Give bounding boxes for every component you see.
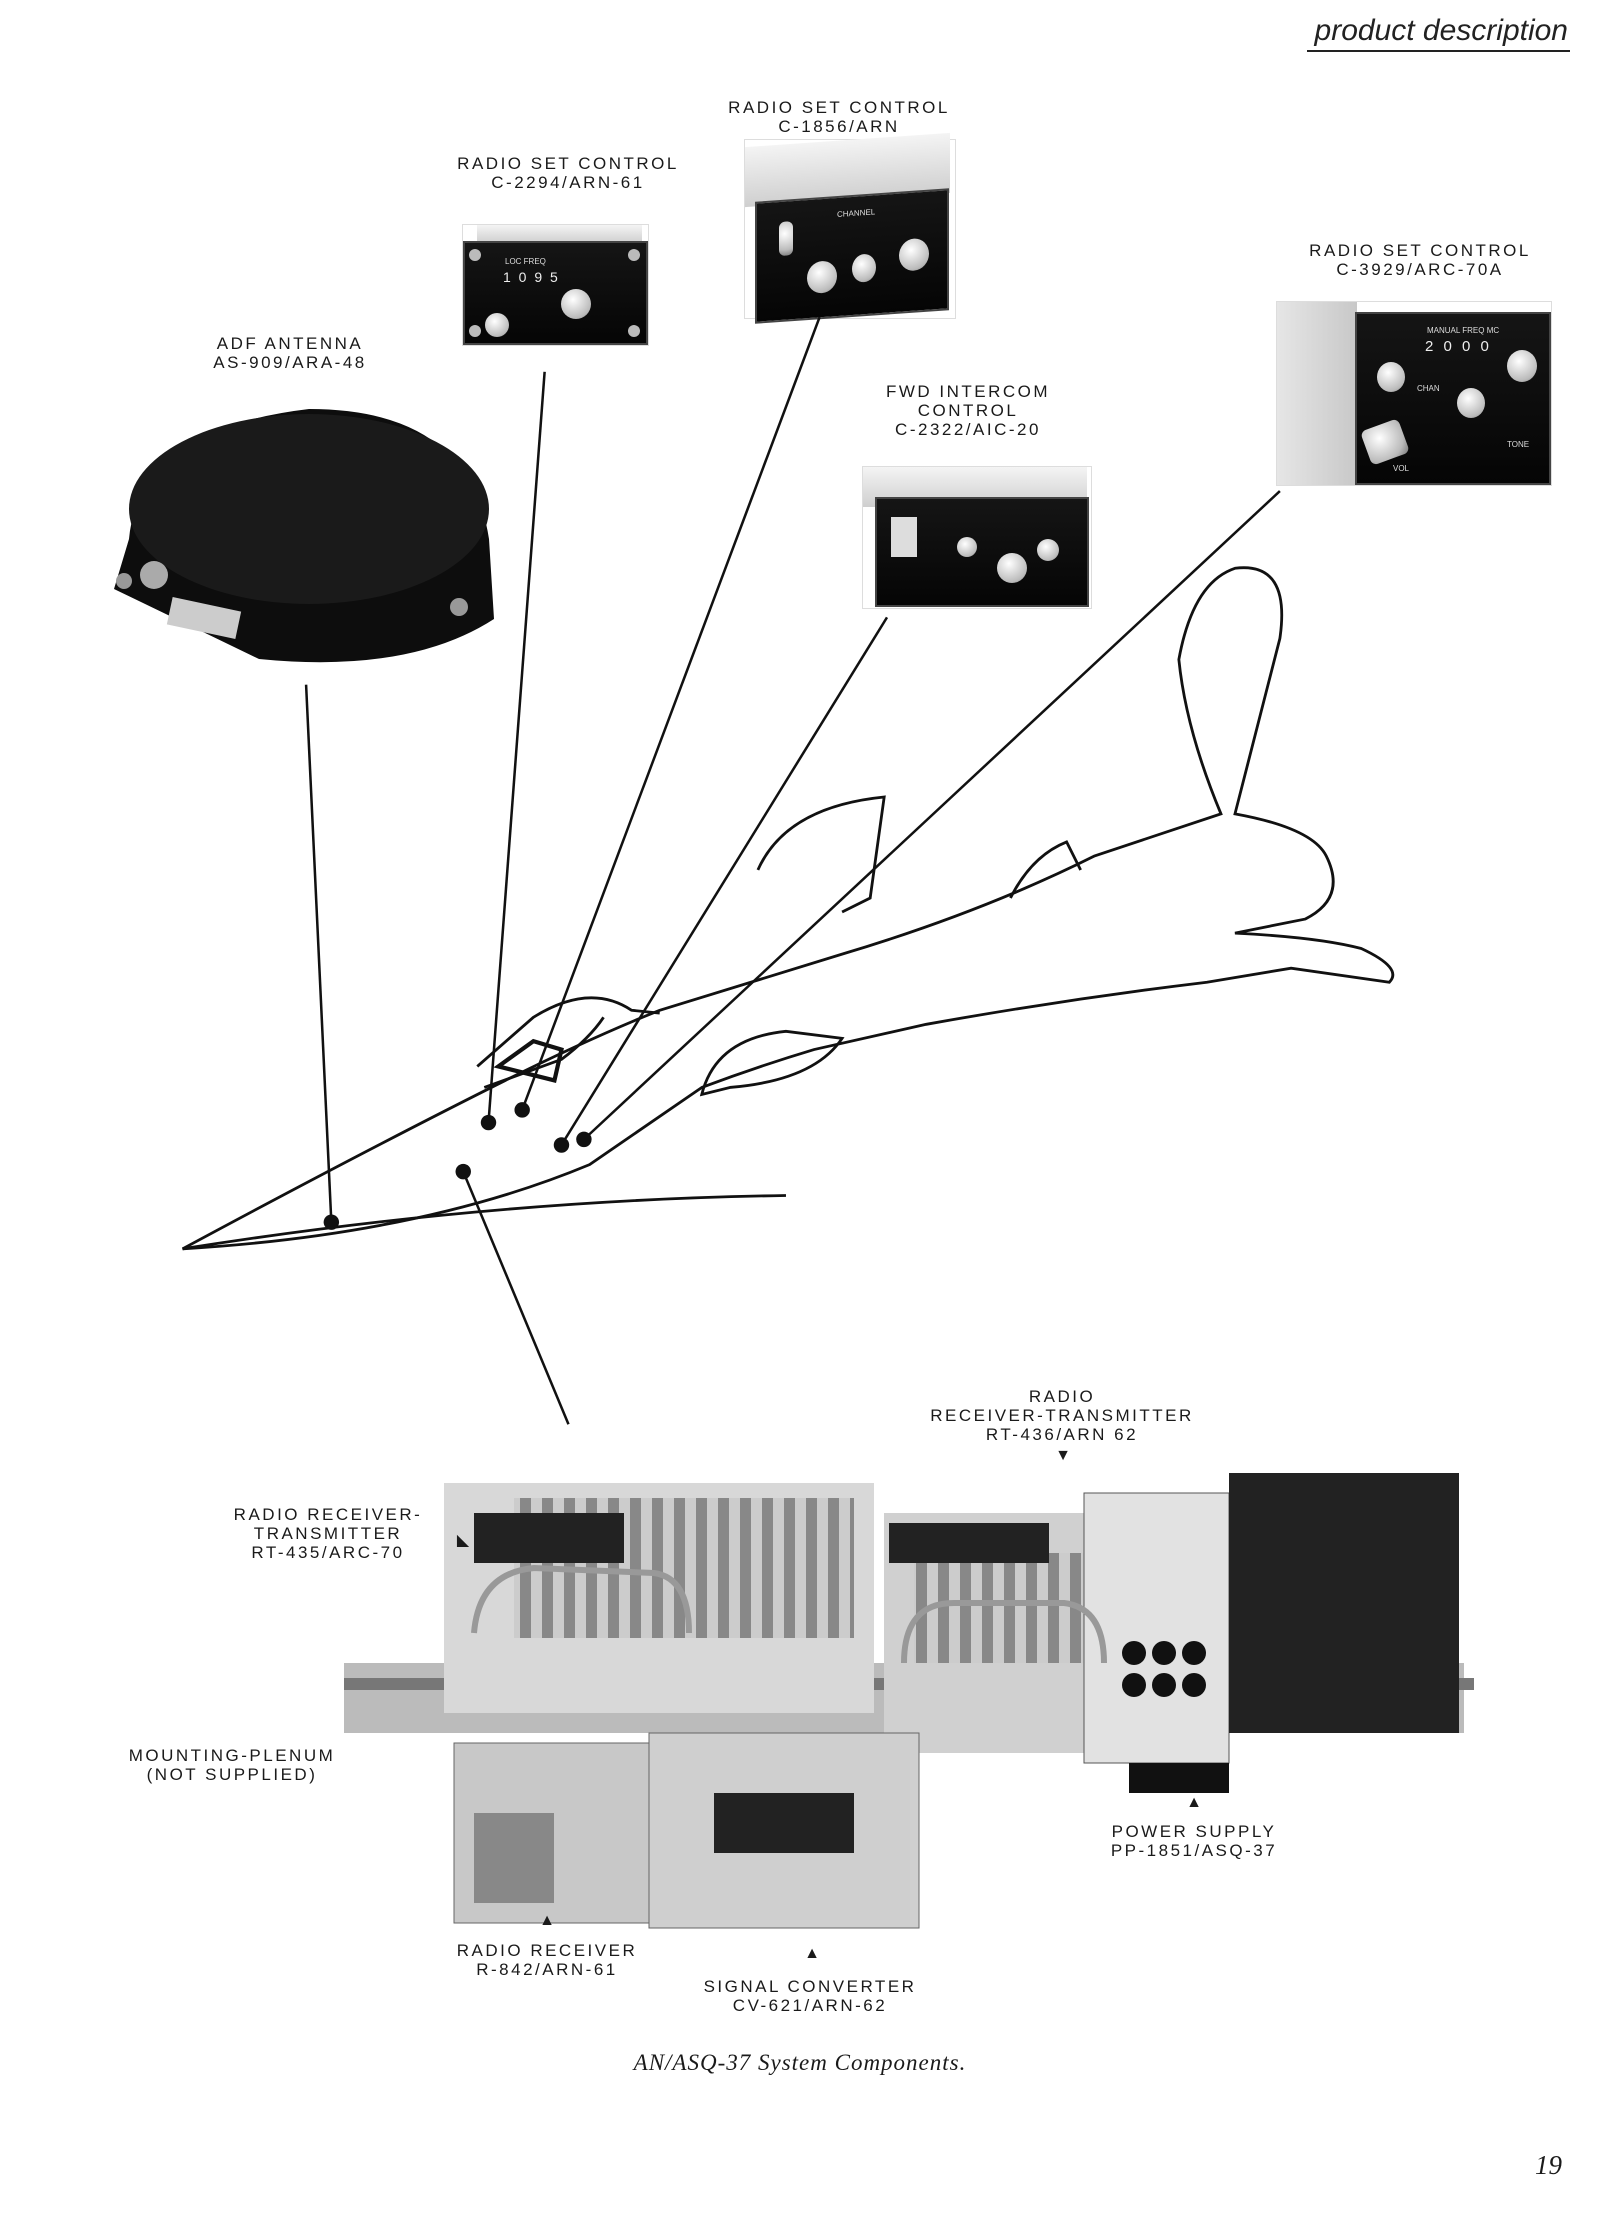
label-line: RECEIVER-TRANSMITTER xyxy=(930,1406,1194,1425)
label-line: C-1856/ARN xyxy=(778,117,900,136)
label-line: MOUNTING-PLENUM xyxy=(128,1746,336,1765)
leader-line-rack xyxy=(462,1171,570,1425)
label-power-supply: POWER SUPPLY PP-1851/ASQ-37 xyxy=(1111,1822,1277,1860)
label-line: RT-435/ARC-70 xyxy=(251,1543,405,1562)
leader-line-intercom xyxy=(560,616,889,1146)
label-line: CONTROL xyxy=(917,401,1019,420)
location-dot xyxy=(514,1102,530,1118)
label-line: POWER SUPPLY xyxy=(1111,1822,1277,1841)
location-dot xyxy=(480,1114,497,1131)
label-radio-set-control-c2294: RADIO SET CONTROL C-2294/ARN-61 xyxy=(457,154,679,192)
label-line: RADIO xyxy=(1028,1387,1096,1406)
label-line: CV-621/ARN-62 xyxy=(732,1996,888,2015)
page-number: 19 xyxy=(1535,2150,1562,2180)
label-line: (NOT SUPPLIED) xyxy=(146,1765,318,1784)
label-line: ADF ANTENNA xyxy=(216,334,364,353)
label-line: RADIO SET CONTROL xyxy=(1309,241,1531,260)
pointer-arrow-icon: ▲ xyxy=(1186,1794,1202,1811)
loc-freq-label: LOC FREQ xyxy=(505,257,546,266)
location-dot xyxy=(455,1163,471,1180)
label-line: C-2294/ARN-61 xyxy=(491,173,645,192)
label-line: RADIO RECEIVER- xyxy=(233,1505,423,1524)
label-radio-set-control-c3929: RADIO SET CONTROL C-3929/ARC-70A xyxy=(1309,241,1531,279)
vol-label: VOL xyxy=(1393,464,1410,473)
leader-line-adf xyxy=(304,684,333,1223)
label-line: RADIO SET CONTROL xyxy=(728,98,950,117)
adf-antenna-photo xyxy=(109,389,501,667)
label-line: TRANSMITTER xyxy=(253,1524,403,1543)
label-radio-receiver: RADIO RECEIVER R-842/ARN-61 xyxy=(457,1941,637,1979)
aircraft-outline xyxy=(181,566,1395,1251)
label-line: R-842/ARN-61 xyxy=(476,1960,618,1979)
chan-label: CHAN xyxy=(1417,384,1440,393)
label-mounting-plenum: MOUNTING-PLENUM (NOT SUPPLIED) xyxy=(129,1746,336,1784)
loc-freq-digits: 1 0 9 5 xyxy=(503,269,560,285)
leader-line-c3929 xyxy=(583,490,1281,1141)
radio-set-control-c3929-photo: MANUAL FREQ MC 2 0 0 0 CHAN TONE VOL xyxy=(1277,302,1551,485)
frequency-knob xyxy=(561,289,591,319)
label-line: RT-436/ARN 62 xyxy=(985,1425,1139,1444)
location-dot xyxy=(576,1131,592,1148)
manual-freq-label: MANUAL FREQ MC xyxy=(1427,326,1500,335)
label-rt436: RADIO RECEIVER-TRANSMITTER RT-436/ARN 62 xyxy=(930,1387,1193,1444)
pointer-arrow-icon: ◣ xyxy=(456,1532,470,1549)
label-line: FWD INTERCOM xyxy=(885,382,1051,401)
location-dot xyxy=(323,1214,340,1230)
label-line: RADIO RECEIVER xyxy=(456,1941,638,1960)
label-signal-converter: SIGNAL CONVERTER CV-621/ARN-62 xyxy=(704,1977,917,2015)
fwd-intercom-control-photo xyxy=(863,467,1091,608)
manual-freq-digits: 2 0 0 0 xyxy=(1425,338,1492,355)
label-fwd-intercom: FWD INTERCOM CONTROL C-2322/AIC-20 xyxy=(886,382,1050,439)
label-line: SIGNAL CONVERTER xyxy=(703,1977,917,1996)
tone-label: TONE xyxy=(1507,440,1530,449)
label-line: C-3929/ARC-70A xyxy=(1336,260,1504,279)
label-line: PP-1851/ASQ-37 xyxy=(1110,1841,1278,1860)
pointer-arrow-icon: ▲ xyxy=(804,1945,820,1962)
label-line: AS-909/ARA-48 xyxy=(213,353,367,372)
location-dot xyxy=(553,1137,570,1153)
volume-knob xyxy=(485,313,509,337)
label-radio-set-control-c1856: RADIO SET CONTROL C-1856/ARN xyxy=(728,98,950,136)
pointer-arrow-icon: ▲ xyxy=(539,1912,555,1929)
leader-line-c1856 xyxy=(520,316,821,1111)
figure-caption: AN/ASQ-37 System Components. xyxy=(633,2050,967,2075)
label-adf-antenna: ADF ANTENNA AS-909/ARA-48 xyxy=(213,334,366,372)
label-line: RADIO SET CONTROL xyxy=(457,154,679,173)
leader-line-c2294 xyxy=(487,371,546,1123)
label-rt435: RADIO RECEIVER- TRANSMITTER RT-435/ARC-7… xyxy=(234,1505,423,1562)
section-header: product description xyxy=(1306,14,1570,52)
radio-set-control-c2294-photo: LOC FREQ 1 0 9 5 xyxy=(463,225,648,345)
equipment-rack-photo xyxy=(344,1453,1495,1933)
pointer-arrow-icon: ▼ xyxy=(1055,1447,1071,1464)
label-line: C-2322/AIC-20 xyxy=(895,420,1041,439)
